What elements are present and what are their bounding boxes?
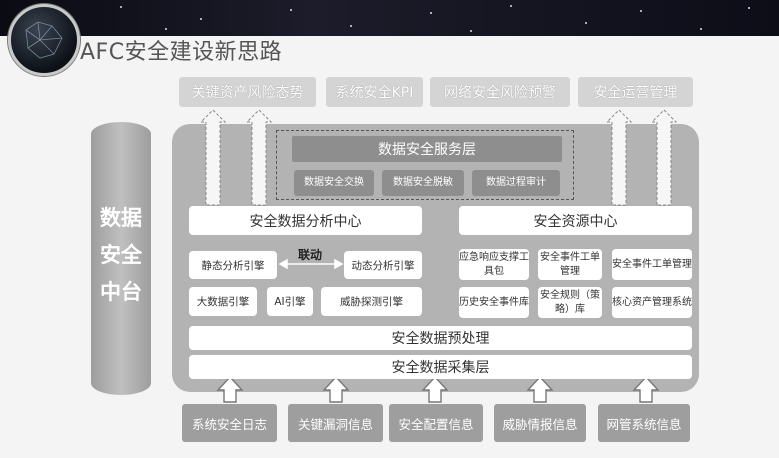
up-arrow-1	[199, 109, 227, 206]
ai-engine: AI引擎	[267, 287, 313, 316]
resource-event-history: 历史安全事件库	[459, 287, 529, 318]
link-label: 联动	[297, 247, 322, 262]
page-title: AFC安全建设新思路	[80, 40, 283, 65]
bigdata-engine: 大数据引擎	[189, 287, 257, 316]
pillar-label: 数据 安全 中台	[91, 200, 151, 311]
pillar-line-1: 数据	[100, 206, 142, 230]
resource-asset-system: 核心资产管理系统	[612, 287, 692, 318]
in-arrow-3	[421, 375, 449, 403]
input-system-log: 系统安全日志	[182, 404, 277, 442]
pillar-line-3: 中台	[100, 280, 142, 304]
service-data-masking: 数据安全脱敏	[382, 170, 464, 196]
input-threat-intel: 威胁情报信息	[494, 404, 586, 442]
in-arrow-1	[216, 375, 244, 403]
output-kpi: 系统安全KPI	[326, 77, 423, 107]
data-security-platform-pillar	[91, 122, 151, 395]
resource-center-title: 安全资源中心	[459, 206, 692, 235]
dynamic-analysis-engine: 动态分析引擎	[344, 251, 422, 279]
collection-layer: 安全数据采集层	[189, 355, 692, 379]
service-layer-frame	[276, 130, 574, 200]
service-process-audit: 数据过程审计	[472, 170, 560, 196]
static-analysis-engine: 静态分析引擎	[189, 251, 277, 279]
input-security-config: 安全配置信息	[389, 404, 483, 442]
header-band	[0, 0, 779, 36]
resource-event-ticket-2: 安全事件工单管理	[612, 249, 692, 280]
analysis-center-title: 安全数据分析中心	[189, 206, 422, 235]
up-arrow-2	[245, 109, 273, 206]
input-vulnerability: 关键漏洞信息	[288, 404, 383, 442]
in-arrow-2	[322, 375, 350, 403]
output-asset-risk: 关键资产风险态势	[179, 77, 316, 107]
output-risk-warning: 网络安全风险预警	[430, 77, 570, 107]
resource-rule-library: 安全规则（策略）库	[538, 287, 602, 318]
output-ops-management: 安全运营管理	[578, 77, 693, 107]
up-arrow-4	[650, 109, 678, 206]
in-arrow-4	[526, 375, 554, 403]
service-data-exchange: 数据安全交换	[294, 170, 374, 196]
resource-event-ticket: 安全事件工单管理	[538, 249, 602, 280]
service-layer-title: 数据安全服务层	[292, 136, 562, 162]
in-arrow-5	[632, 375, 660, 403]
resource-emergency-toolkit: 应急响应支撑工具包	[459, 249, 529, 280]
input-nms-info: 网管系统信息	[598, 404, 690, 442]
pillar-line-2: 安全	[100, 243, 142, 267]
preprocess-layer: 安全数据预处理	[189, 326, 692, 350]
up-arrow-3	[605, 109, 633, 206]
globe-logo-icon	[8, 4, 80, 76]
link-arrow-right	[334, 258, 344, 270]
threat-detection-engine: 威胁探测引擎	[321, 287, 422, 316]
link-arrow-left	[278, 258, 288, 270]
